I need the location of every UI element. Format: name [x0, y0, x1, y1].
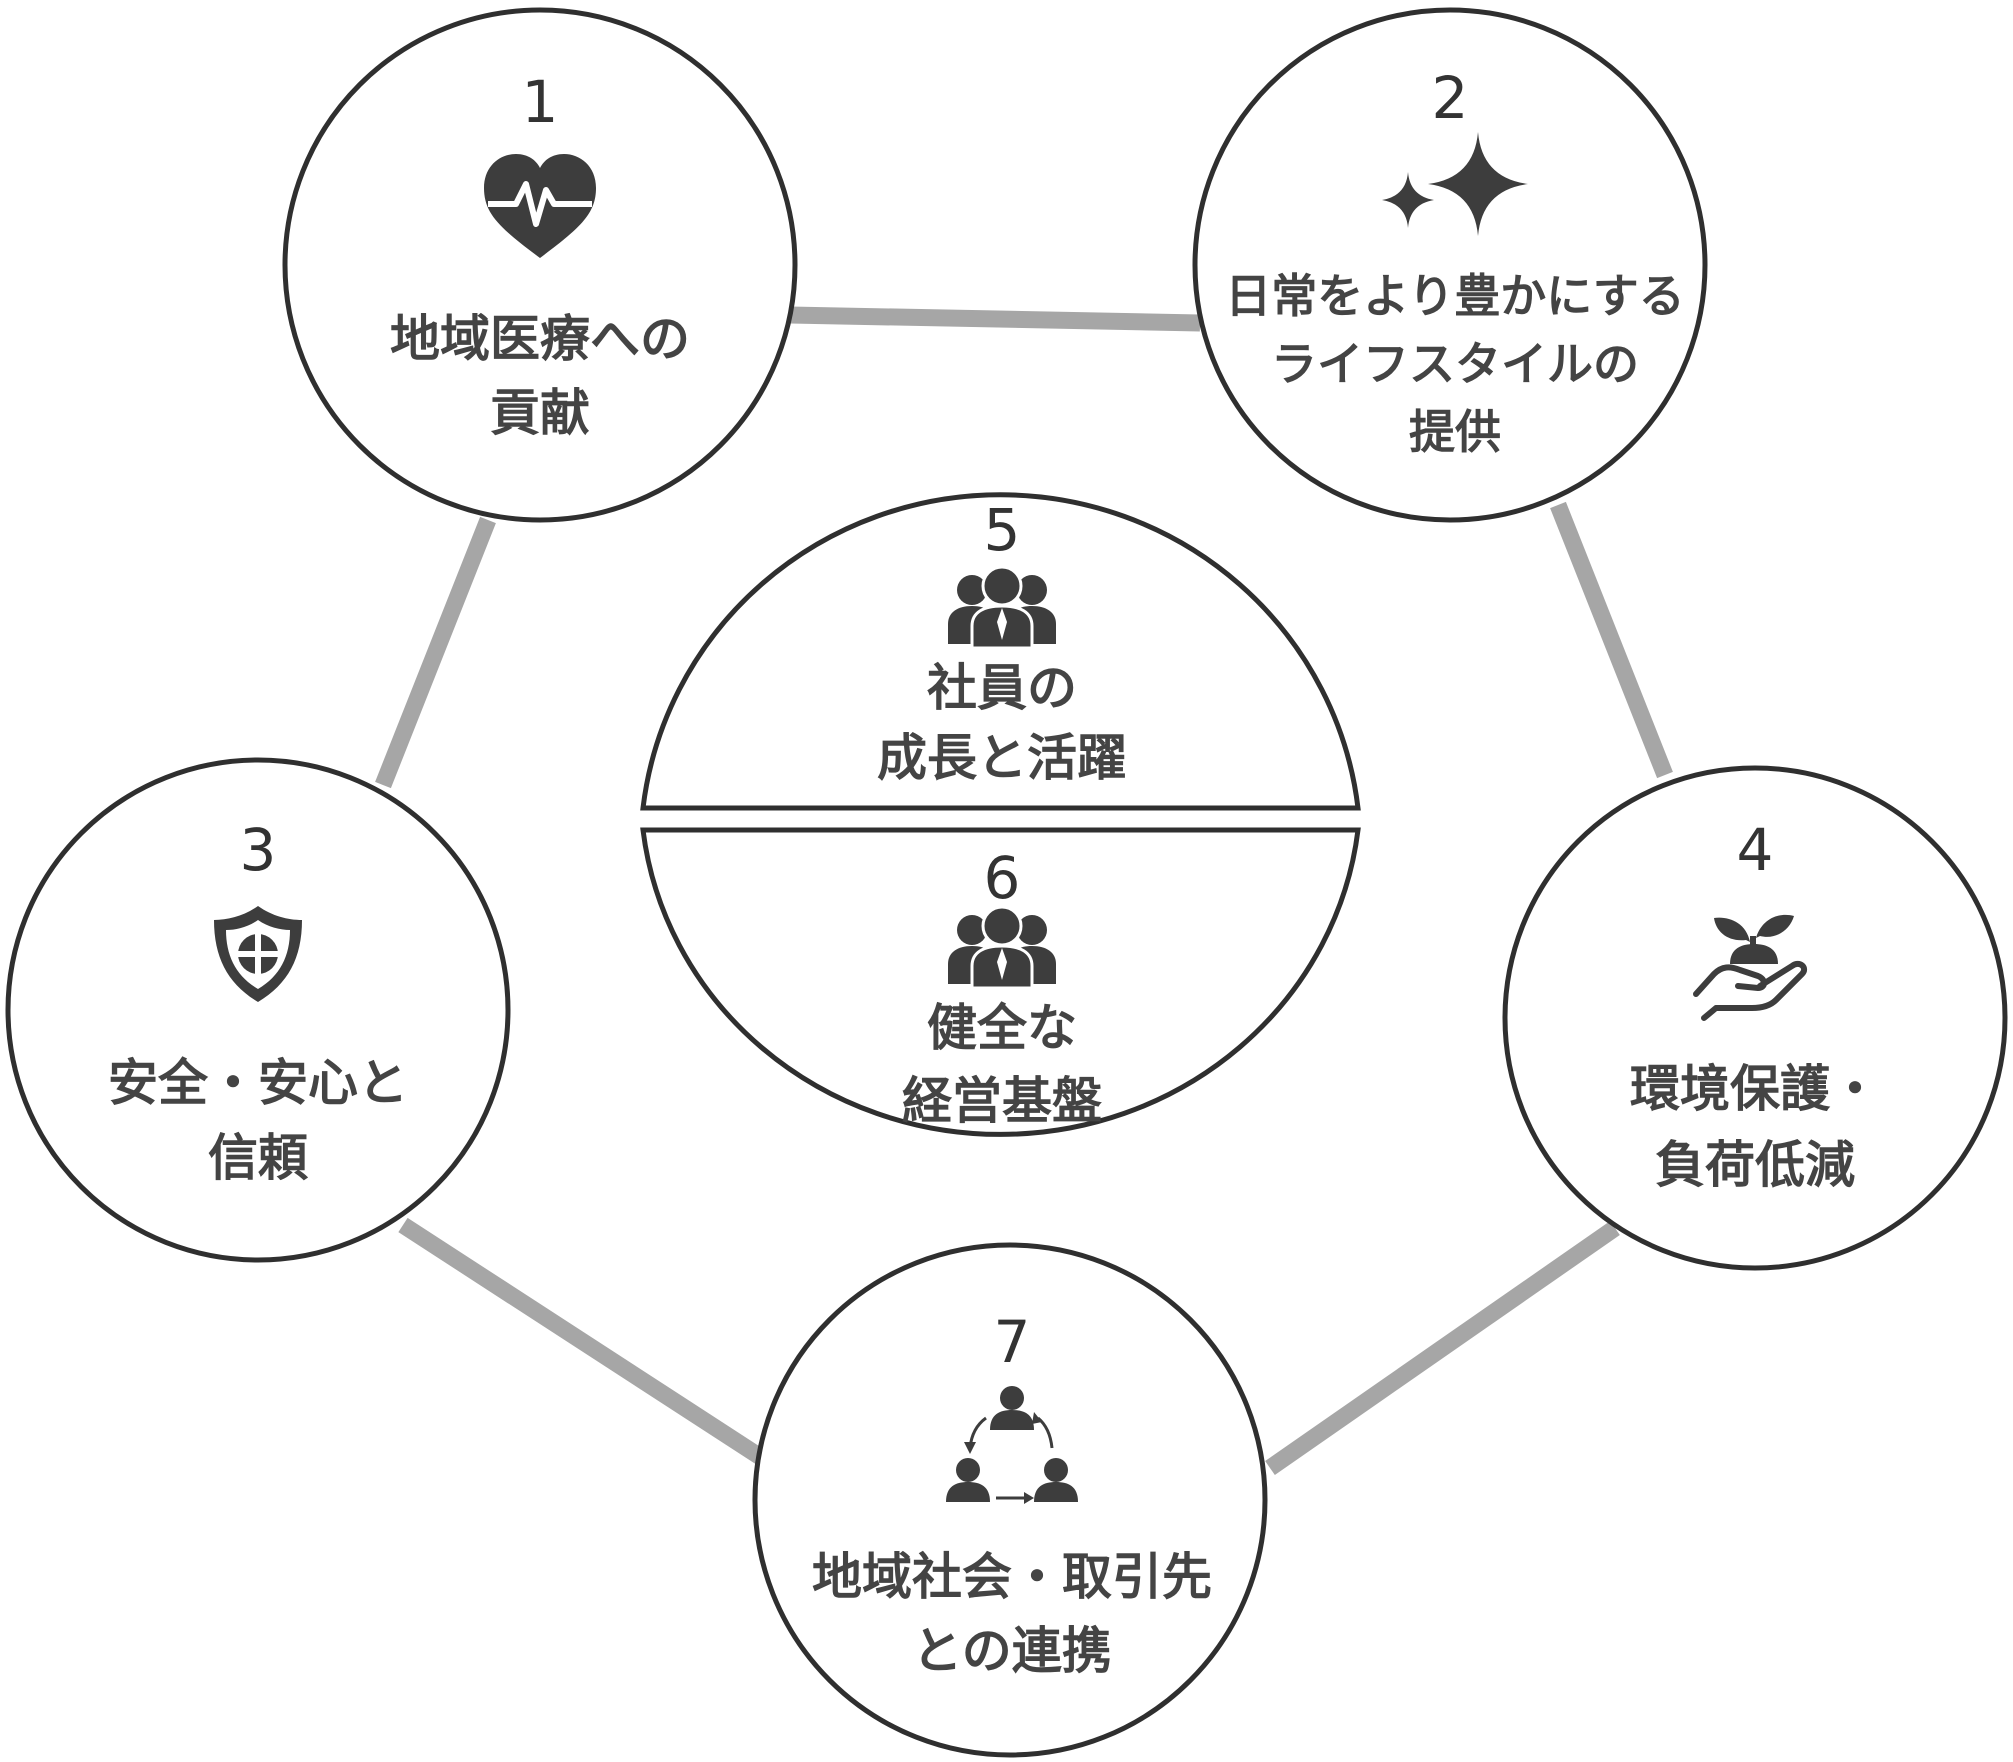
node-3-circle: [5, 757, 511, 1263]
node-2-label-line-3: 提供: [1409, 405, 1501, 459]
node-2-circle: [1192, 7, 1708, 523]
network-people-icon: [946, 1386, 1078, 1504]
connector-3-1: [375, 516, 496, 789]
node-7-number: 7: [994, 1308, 1031, 1376]
node-4-label-line-1: 環境保護・: [1630, 1060, 1880, 1118]
connector-7-3: [398, 1217, 770, 1468]
node-6: 6 健全な 経営基盤: [640, 827, 1361, 1137]
node-1-label-line-2: 貢献: [490, 384, 590, 442]
people-group-icon: [948, 905, 1056, 990]
connector-2-4: [1550, 501, 1673, 779]
node-3-label-line-2: 信頼: [208, 1129, 309, 1187]
node-4: 4 環境保護・ 負荷低減: [1502, 765, 2008, 1271]
connector-1-2: [789, 306, 1201, 332]
node-5: 5 社員の 成長と活躍: [640, 492, 1361, 811]
node-4-number: 4: [1737, 816, 1774, 884]
node-2-number: 2: [1432, 64, 1469, 132]
node-7-circle: [752, 1242, 1268, 1758]
node-6-label-line-2: 経営基盤: [902, 1072, 1102, 1130]
heart-pulse-icon: [484, 154, 596, 258]
node-2-label-line-2: ライフスタイルの: [1271, 337, 1639, 391]
node-1: 1 地域医療への 貢献: [282, 7, 798, 523]
node-5-shape: [640, 492, 1361, 811]
node-4-label-line-2: 負荷低減: [1655, 1136, 1855, 1194]
node-7: 7 地域社会・取引先 との連携: [752, 1242, 1268, 1758]
sprout-in-hand-icon: [1693, 914, 1808, 1021]
sparkle-icon: [1382, 132, 1528, 236]
shield-icon: [214, 906, 302, 1002]
connector-4-7: [1265, 1221, 1620, 1475]
node-7-label-line-1: 地域社会・取引先: [812, 1548, 1212, 1606]
node-1-number: 1: [522, 68, 559, 136]
node-1-circle: [282, 7, 798, 523]
node-3-label-line-1: 安全・安心と: [108, 1054, 408, 1112]
connectors: [375, 306, 1673, 1475]
node-5-label-line-1: 社員の: [927, 659, 1077, 717]
node-1-label-line-1: 地域医療への: [390, 310, 690, 368]
node-6-number: 6: [984, 844, 1021, 912]
node-4-circle: [1502, 765, 2008, 1271]
node-2: 2 日常をより豊かにする ライフスタイルの 提供: [1192, 7, 1708, 523]
node-6-label-line-1: 健全な: [927, 999, 1077, 1057]
node-2-label-line-1: 日常をより豊かにする: [1225, 269, 1685, 323]
node-3: 3 安全・安心と 信頼: [5, 757, 511, 1263]
node-7-label-line-2: との連携: [912, 1622, 1112, 1680]
node-5-label-line-2: 成長と活躍: [877, 729, 1127, 787]
node-5-number: 5: [984, 496, 1021, 564]
node-3-number: 3: [240, 816, 277, 884]
people-group-icon: [948, 565, 1056, 650]
